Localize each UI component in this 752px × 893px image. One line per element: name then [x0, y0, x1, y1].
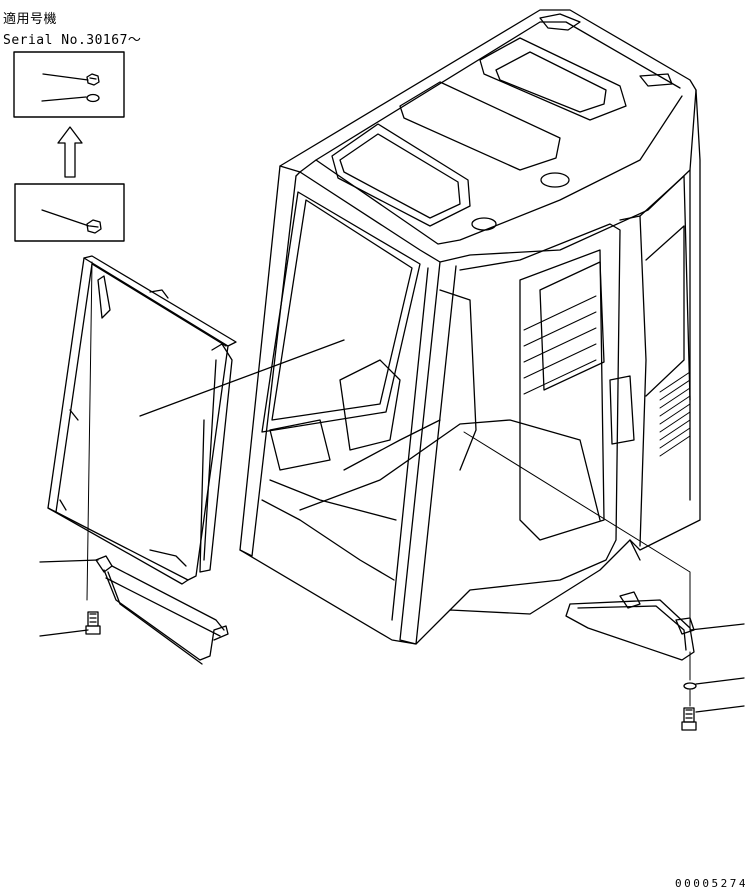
floor-cover-plate	[565, 591, 695, 661]
leader-line	[139, 339, 345, 417]
bolt-icon	[681, 707, 697, 731]
leader-line	[41, 96, 87, 102]
roof-hatch	[479, 37, 627, 121]
washer-icon	[683, 682, 697, 690]
detail-box-nut-washer	[13, 51, 125, 118]
applicability-label: 適用号機	[3, 12, 58, 27]
leader-line	[39, 559, 99, 563]
front-window	[261, 191, 421, 433]
drawing-number: 00005274	[675, 877, 748, 890]
latch	[97, 275, 111, 319]
detail-box-nut	[14, 183, 125, 242]
operator-cab	[239, 9, 701, 645]
nut-icon	[86, 219, 102, 234]
leader-line	[41, 209, 90, 227]
sun-blind-panel	[47, 255, 237, 601]
leader-line	[39, 629, 89, 637]
leader-line	[689, 623, 745, 631]
leader-line	[695, 705, 745, 713]
leader-line	[695, 677, 745, 685]
serial-number-label: Serial No.30167〜	[3, 33, 142, 48]
blind-bracket	[95, 555, 229, 665]
washer-icon	[86, 93, 100, 103]
bolt-icon	[85, 611, 101, 635]
upgrade-arrow-icon	[57, 126, 83, 178]
nut-icon	[86, 73, 100, 86]
roof-window	[331, 123, 471, 227]
leader-line	[42, 73, 89, 81]
